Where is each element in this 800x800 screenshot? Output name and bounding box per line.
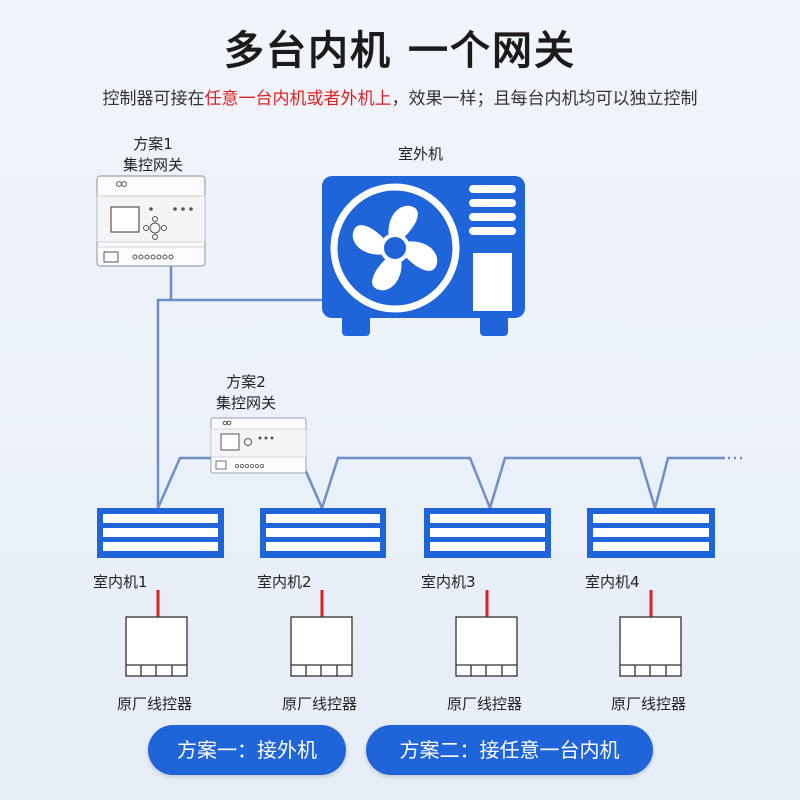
scheme2-subtitle: 集控网关 xyxy=(215,394,276,412)
scheme1-label: 方案1 集控网关 xyxy=(110,133,196,175)
indoor-unit-label-1: 室内机1 xyxy=(93,573,148,591)
indoor-unit-4 xyxy=(587,508,715,558)
subtitle-prefix: 控制器可接在 xyxy=(102,89,205,109)
indoor-unit-3 xyxy=(424,508,551,558)
indoor-unit-label-4: 室内机4 xyxy=(585,573,640,591)
gateway-device-2 xyxy=(210,417,307,474)
wired-controller-2 xyxy=(290,616,353,677)
scheme2-title: 方案2 xyxy=(226,373,266,391)
indoor-unit-2 xyxy=(260,508,386,558)
wired-controller-1 xyxy=(125,616,188,677)
page-subtitle: 控制器可接在任意一台内机或者外机上，效果一样；且每台内机均可以独立控制 xyxy=(0,84,800,109)
wired-controller-4 xyxy=(619,616,682,677)
scheme1-subtitle: 集控网关 xyxy=(122,156,183,174)
option2-button[interactable]: 方案二：接任意一台内机 xyxy=(366,725,653,775)
outdoor-unit xyxy=(322,176,525,336)
controller-label-4: 原厂线控器 xyxy=(611,695,687,713)
wired-controller-3 xyxy=(455,616,518,677)
scheme2-label: 方案2 集控网关 xyxy=(203,371,289,413)
gateway-device-1 xyxy=(96,175,206,267)
indoor-unit-label-3: 室内机3 xyxy=(421,573,476,591)
controller-wires xyxy=(156,590,653,617)
outdoor-unit-label: 室外机 xyxy=(398,145,444,163)
scheme1-title: 方案1 xyxy=(133,135,173,153)
option1-button[interactable]: 方案一：接外机 xyxy=(148,725,346,775)
indoor-unit-label-2: 室内机2 xyxy=(257,573,312,591)
controller-label-3: 原厂线控器 xyxy=(447,695,523,713)
controller-label-2: 原厂线控器 xyxy=(282,695,358,713)
outdoor-to-indoor-wire xyxy=(156,298,325,508)
subtitle-suffix: ，效果一样；且每台内机均可以独立控制 xyxy=(391,89,698,109)
controller-label-1: 原厂线控器 xyxy=(117,695,193,713)
page-title: 多台内机 一个网关 xyxy=(224,28,576,74)
indoor-unit-1 xyxy=(97,508,224,558)
subtitle-highlight: 任意一台内机或者外机上 xyxy=(204,89,392,109)
